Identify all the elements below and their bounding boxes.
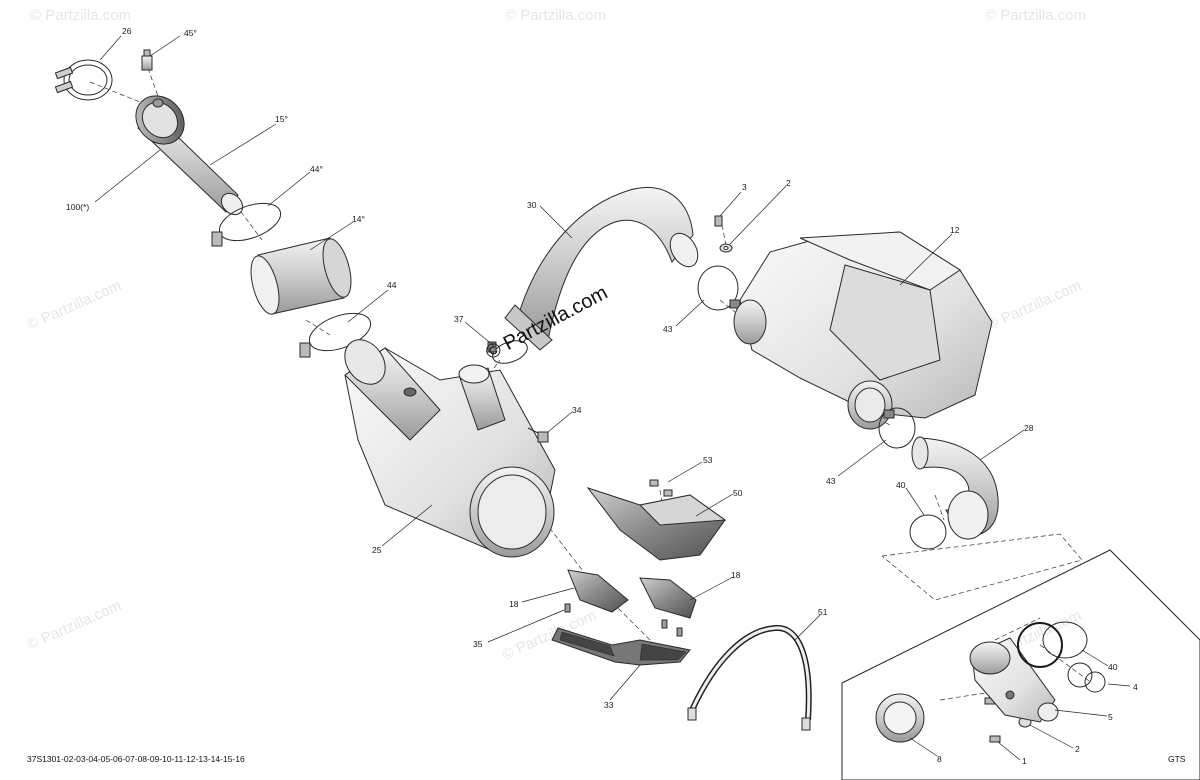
watermark: © Partzilla.com	[30, 7, 131, 24]
part-50-heat-shield	[586, 487, 727, 561]
part-44-clamp-upper	[211, 202, 282, 247]
callout-12: 12	[950, 225, 960, 235]
kit-box-outline	[841, 549, 1200, 780]
part-14-sleeve	[250, 237, 352, 315]
callout-50: 50	[733, 488, 743, 498]
part-45-plug	[141, 49, 153, 71]
part-53-screws	[649, 479, 673, 497]
callout-30: 30	[527, 200, 537, 210]
callout-labels: 26 45° 15° 100(*) 44° 14° 44 30 3 2 12 3…	[66, 26, 1138, 766]
part-40-clamp-kit	[1042, 621, 1088, 659]
callout-51: 51	[818, 607, 828, 617]
leader-lines	[94, 35, 1131, 761]
part-12-housing	[733, 231, 993, 430]
part-18-bracket-left	[567, 569, 629, 613]
callout-40-kit: 40	[1108, 662, 1118, 672]
kit-label: GTS	[1168, 754, 1186, 764]
watermark: © Partzilla.com	[505, 7, 606, 24]
callout-37: 37	[454, 314, 464, 324]
part-8-ring	[875, 693, 925, 743]
callout-4: 4	[1133, 682, 1138, 692]
part-44-clamp-lower	[299, 312, 372, 358]
part-35-screws	[564, 603, 683, 637]
callout-28: 28	[1024, 423, 1034, 433]
callout-34: 34	[572, 405, 582, 415]
part-28-elbow	[911, 436, 999, 540]
part-4-seal	[1067, 662, 1106, 693]
callout-8: 8	[937, 754, 942, 764]
part-18-bracket-right	[639, 577, 697, 619]
callout-45: 45°	[184, 28, 197, 38]
part-34-bolt	[527, 427, 549, 443]
watermark: © Partzilla.com	[500, 607, 599, 664]
reference-code: 37S1301-02-03-04-05-06-07-08-09-10-11-12…	[27, 754, 245, 764]
callout-100: 100(*)	[66, 202, 89, 212]
callout-26: 26	[122, 26, 132, 36]
callout-53: 53	[703, 455, 713, 465]
callout-5: 5	[1108, 712, 1113, 722]
part-15-pipe	[135, 95, 244, 216]
part-oring-kit	[1017, 622, 1063, 668]
watermark: © Partzilla.com	[985, 277, 1084, 334]
callout-1: 1	[1022, 756, 1027, 766]
callout-35: 35	[473, 639, 483, 649]
callout-40: 40	[896, 480, 906, 490]
parts-layer	[54, 49, 1200, 780]
callout-43-lower: 43	[826, 476, 836, 486]
callout-25: 25	[372, 545, 382, 555]
part-25-muffler	[344, 339, 556, 558]
part-37-clamp	[487, 340, 528, 364]
part-26-clamp	[54, 59, 113, 101]
watermark: © Partzilla.com	[25, 597, 124, 654]
part-30-curved-pipe	[504, 186, 699, 351]
callout-2-kit: 2	[1075, 744, 1080, 754]
callout-14: 14°	[352, 214, 365, 224]
part-33-guard	[551, 627, 691, 666]
callout-2: 2	[786, 178, 791, 188]
part-40-clamp	[909, 514, 947, 550]
part-3-screw	[714, 215, 723, 227]
callout-43-upper: 43	[663, 324, 673, 334]
watermark: © Partzilla.com	[985, 7, 1086, 24]
callout-3: 3	[742, 182, 747, 192]
watermark: © Partzilla.com	[25, 277, 124, 334]
callout-44-upper: 44°	[310, 164, 323, 174]
callout-44-lower: 44	[387, 280, 397, 290]
part-51-strap	[687, 624, 812, 731]
part-43-clamp-upper	[697, 265, 741, 311]
part-43-clamp-lower	[878, 407, 916, 449]
callout-33: 33	[604, 700, 614, 710]
callout-15: 15°	[275, 114, 288, 124]
callout-18-left: 18	[509, 599, 519, 609]
part-5-elbow-adapter	[969, 637, 1059, 723]
callout-18-right: 18	[731, 570, 741, 580]
part-2-washer	[719, 243, 733, 253]
